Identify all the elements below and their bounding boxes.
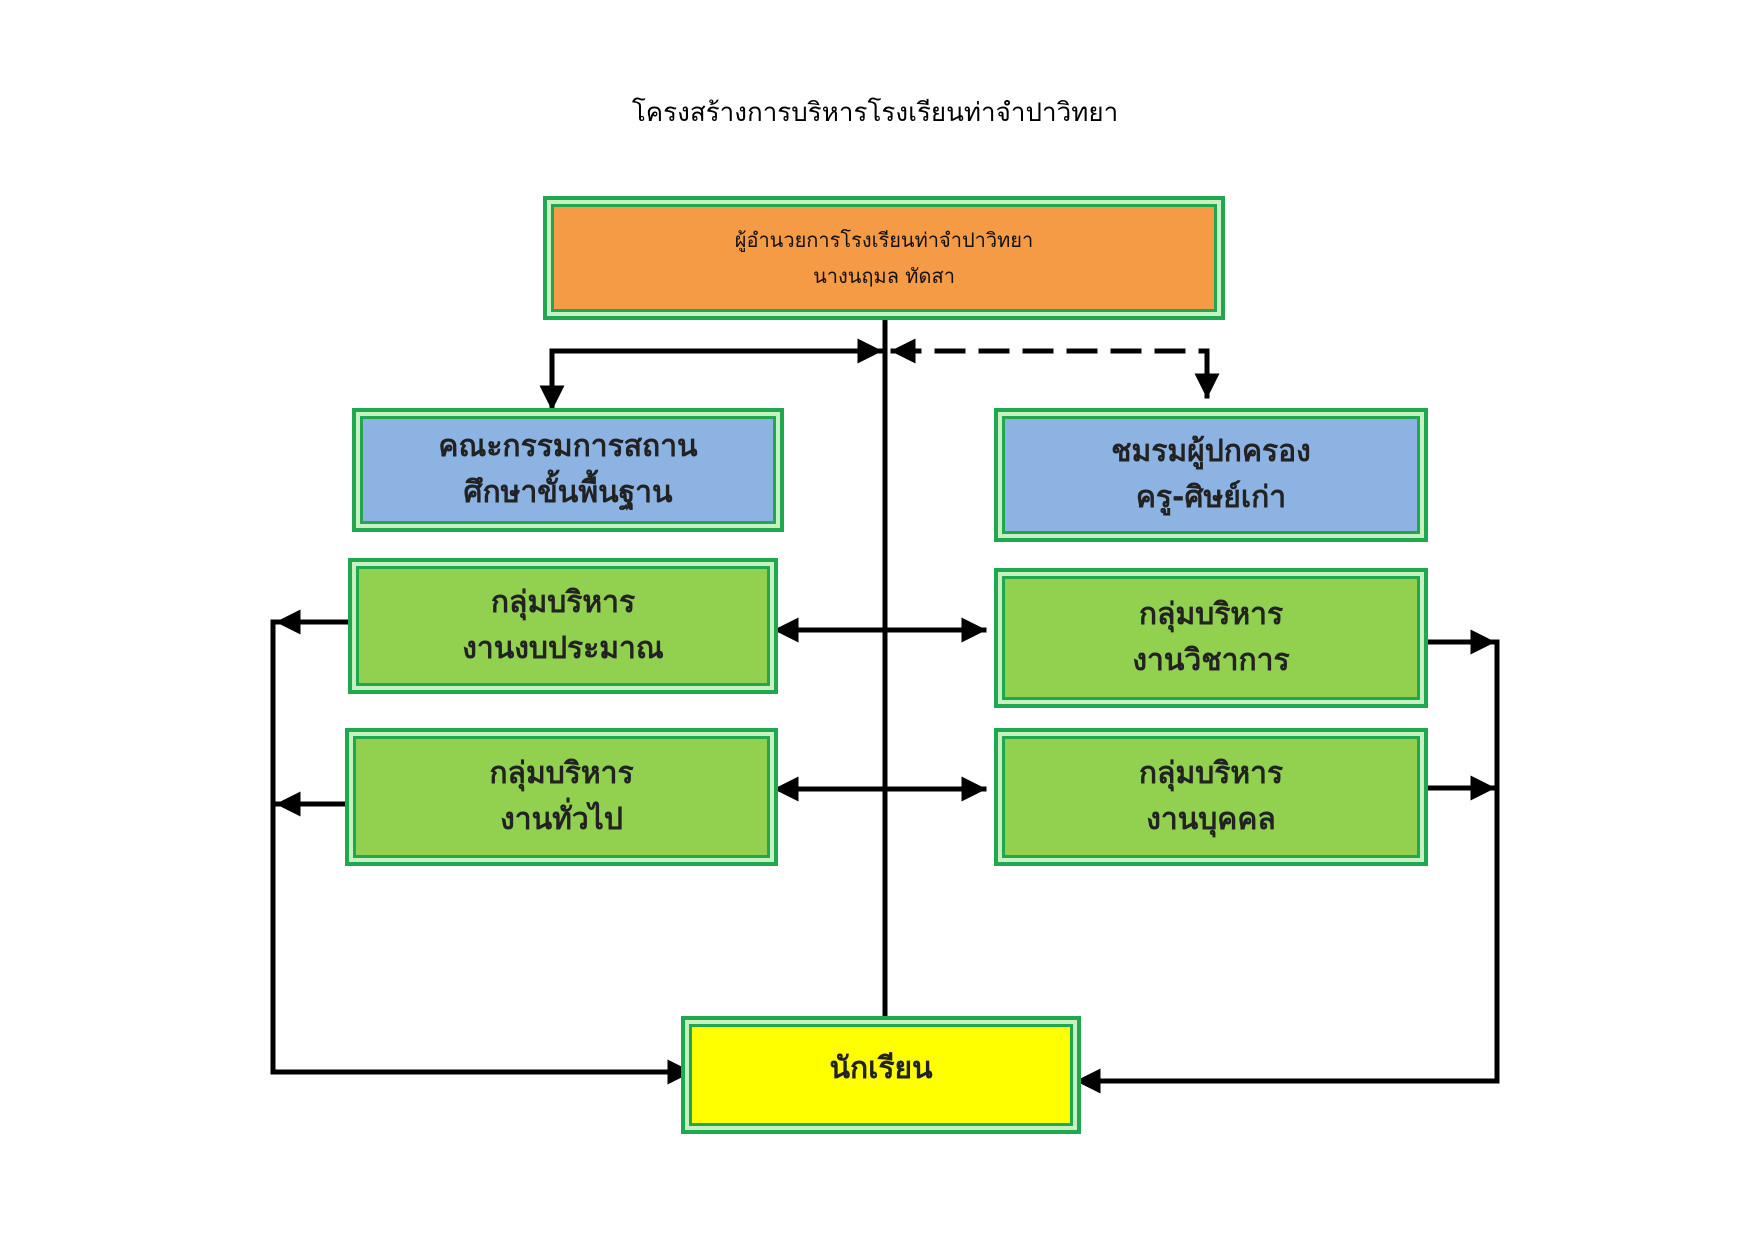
parents-club-box: ชมรมผู้ปกครอง ครู-ศิษย์เก่า: [994, 408, 1428, 542]
general-group-line1: กลุ่มบริหาร: [489, 756, 634, 791]
director-title: ผู้อำนวยการโรงเรียนท่าจำปาวิทยา: [734, 228, 1034, 252]
budget-group-line2: งานงบประมาณ: [462, 631, 664, 666]
parents-club-line1: ชมรมผู้ปกครอง: [1111, 434, 1311, 469]
board-connector: [539, 338, 883, 411]
parents-connector: [890, 338, 1220, 399]
students-label: นักเรียน: [829, 1051, 933, 1086]
students-box: นักเรียน: [681, 1016, 1081, 1134]
page-title: โครงสร้างการบริหารโรงเรียนท่าจำปาวิทยา: [631, 98, 1119, 128]
school-board-line2: ศึกษาขั้นพื้นฐาน: [463, 475, 673, 510]
academic-group-box: กลุ่มบริหาร งานวิชาการ: [994, 568, 1428, 708]
general-group-line2: งานทั่วไป: [500, 802, 623, 837]
school-board-box: คณะกรรมการสถาน ศึกษาขั้นพื้นฐาน: [352, 408, 784, 532]
school-board-line1: คณะกรรมการสถาน: [438, 429, 698, 464]
director-box: ผู้อำนวยการโรงเรียนท่าจำปาวิทยา นางนฤมล …: [543, 196, 1225, 320]
personnel-group-line2: งานบุคคล: [1146, 802, 1276, 837]
personnel-group-line1: กลุ่มบริหาร: [1138, 756, 1284, 791]
general-group-box: กลุ่มบริหาร งานทั่วไป: [345, 728, 778, 866]
academic-group-line2: งานวิชาการ: [1132, 643, 1290, 678]
budget-group-line1: กลุ่มบริหาร: [490, 585, 636, 620]
director-name: นางนฤมล ทัดสา: [813, 264, 955, 288]
academic-group-line1: กลุ่มบริหาร: [1138, 597, 1284, 632]
personnel-group-box: กลุ่มบริหาร งานบุคคล: [994, 728, 1428, 866]
budget-group-box: กลุ่มบริหาร งานงบประมาณ: [348, 558, 778, 694]
parents-club-line2: ครู-ศิษย์เก่า: [1135, 480, 1287, 515]
